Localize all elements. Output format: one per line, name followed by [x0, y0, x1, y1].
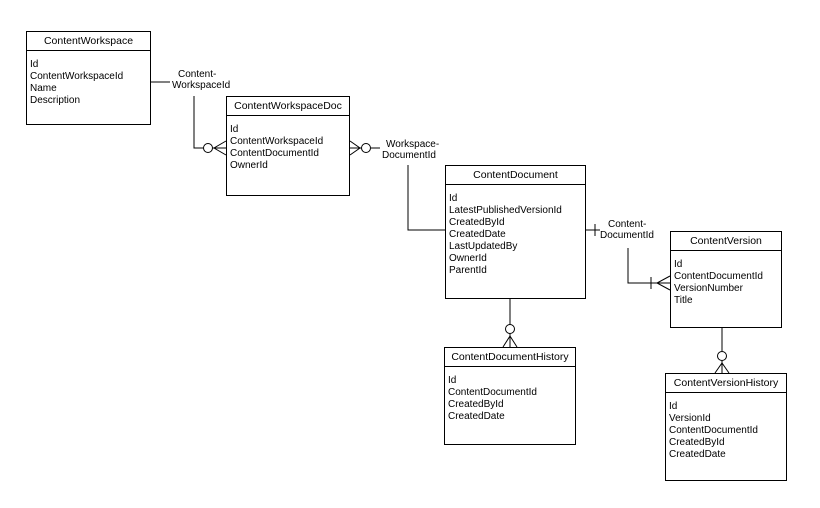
field-item: Id: [674, 259, 683, 270]
entity-content-version[interactable]: ContentVersion Id ContentDocumentId Vers…: [670, 231, 782, 328]
entity-content-version-history[interactable]: ContentVersionHistory Id VersionId Conte…: [665, 373, 787, 481]
relationship-label-line: DocumentId: [382, 150, 436, 161]
relationship-label-line: DocumentId: [600, 230, 654, 241]
entity-title: ContentVersionHistory: [666, 374, 786, 393]
optional-circle-icon: [717, 351, 727, 361]
field-item: VersionNumber: [674, 283, 743, 294]
field-item: ContentDocumentId: [230, 148, 319, 159]
crows-foot-many-icon: [502, 334, 518, 348]
optional-circle-icon: [361, 143, 371, 153]
field-list: Id VersionId ContentDocumentId CreatedBy…: [666, 393, 786, 465]
crows-foot-many-icon: [349, 140, 362, 156]
field-item: ParentId: [449, 265, 487, 276]
field-item: ContentDocumentId: [669, 425, 758, 436]
crows-foot-many-icon: [212, 140, 227, 156]
field-item: Name: [30, 83, 57, 94]
entity-content-document-history[interactable]: ContentDocumentHistory Id ContentDocumen…: [444, 347, 576, 445]
field-item: ContentDocumentId: [674, 271, 763, 282]
field-list: Id ContentWorkspaceId ContentDocumentId …: [227, 116, 349, 176]
field-item: Id: [30, 59, 39, 70]
field-item: CreatedDate: [448, 411, 505, 422]
field-item: OwnerId: [449, 253, 487, 264]
field-item: ContentDocumentId: [448, 387, 537, 398]
relationship-label-content-workspace-id: Content- WorkspaceId: [172, 69, 231, 91]
optional-circle-icon: [505, 324, 515, 334]
field-item: Description: [30, 95, 81, 106]
entity-title: ContentWorkspace: [27, 32, 150, 51]
connector-document-to-version-drop: [627, 248, 670, 284]
field-item: LastUpdatedBy: [449, 241, 518, 252]
field-item: CreatedById: [448, 399, 504, 410]
field-item: CreatedDate: [449, 229, 506, 240]
entity-content-workspace-doc[interactable]: ContentWorkspaceDoc Id ContentWorkspaceI…: [226, 96, 350, 196]
entity-title: ContentVersion: [671, 232, 781, 251]
field-item: ContentWorkspaceId: [30, 71, 124, 82]
relationship-label-line: WorkspaceId: [172, 80, 231, 91]
relationship-label-line: Workspace-: [386, 139, 440, 150]
connector-document-to-workspacedoc-drop: [407, 165, 445, 231]
crows-foot-many-icon: [655, 275, 671, 291]
field-item: ContentWorkspaceId: [230, 136, 324, 147]
relationship-label-line: Content-: [608, 219, 647, 230]
field-list: Id ContentDocumentId VersionNumber Title: [671, 251, 781, 311]
connector-workspace-to-workspacedoc-drop: [193, 96, 204, 149]
entity-content-document[interactable]: ContentDocument Id LatestPublishedVersio…: [445, 165, 586, 299]
field-item: Id: [448, 375, 457, 386]
field-item: Id: [669, 401, 678, 412]
relationship-label-content-document-id: Content- DocumentId: [600, 219, 654, 241]
field-item: LatestPublishedVersionId: [449, 205, 562, 216]
crows-foot-many-icon: [714, 361, 730, 374]
entity-title: ContentWorkspaceDoc: [227, 97, 349, 116]
relationship-label-line: Content-: [178, 69, 217, 80]
field-item: CreatedById: [669, 437, 725, 448]
field-item: VersionId: [669, 413, 711, 424]
field-list: Id ContentWorkspaceId Name Description: [27, 51, 150, 111]
field-item: Title: [674, 295, 693, 306]
field-item: CreatedDate: [669, 449, 726, 460]
field-item: OwnerId: [230, 160, 268, 171]
entity-content-workspace[interactable]: ContentWorkspace Id ContentWorkspaceId N…: [26, 31, 151, 125]
field-item: Id: [230, 124, 239, 135]
relationship-label-workspace-document-id: Workspace- DocumentId: [382, 139, 440, 161]
entity-title: ContentDocumentHistory: [445, 348, 575, 367]
field-list: Id LatestPublishedVersionId CreatedById …: [446, 185, 585, 281]
field-item: Id: [449, 193, 458, 204]
field-item: CreatedById: [449, 217, 505, 228]
field-list: Id ContentDocumentId CreatedById Created…: [445, 367, 575, 427]
entity-title: ContentDocument: [446, 166, 585, 185]
optional-circle-icon: [203, 143, 213, 153]
